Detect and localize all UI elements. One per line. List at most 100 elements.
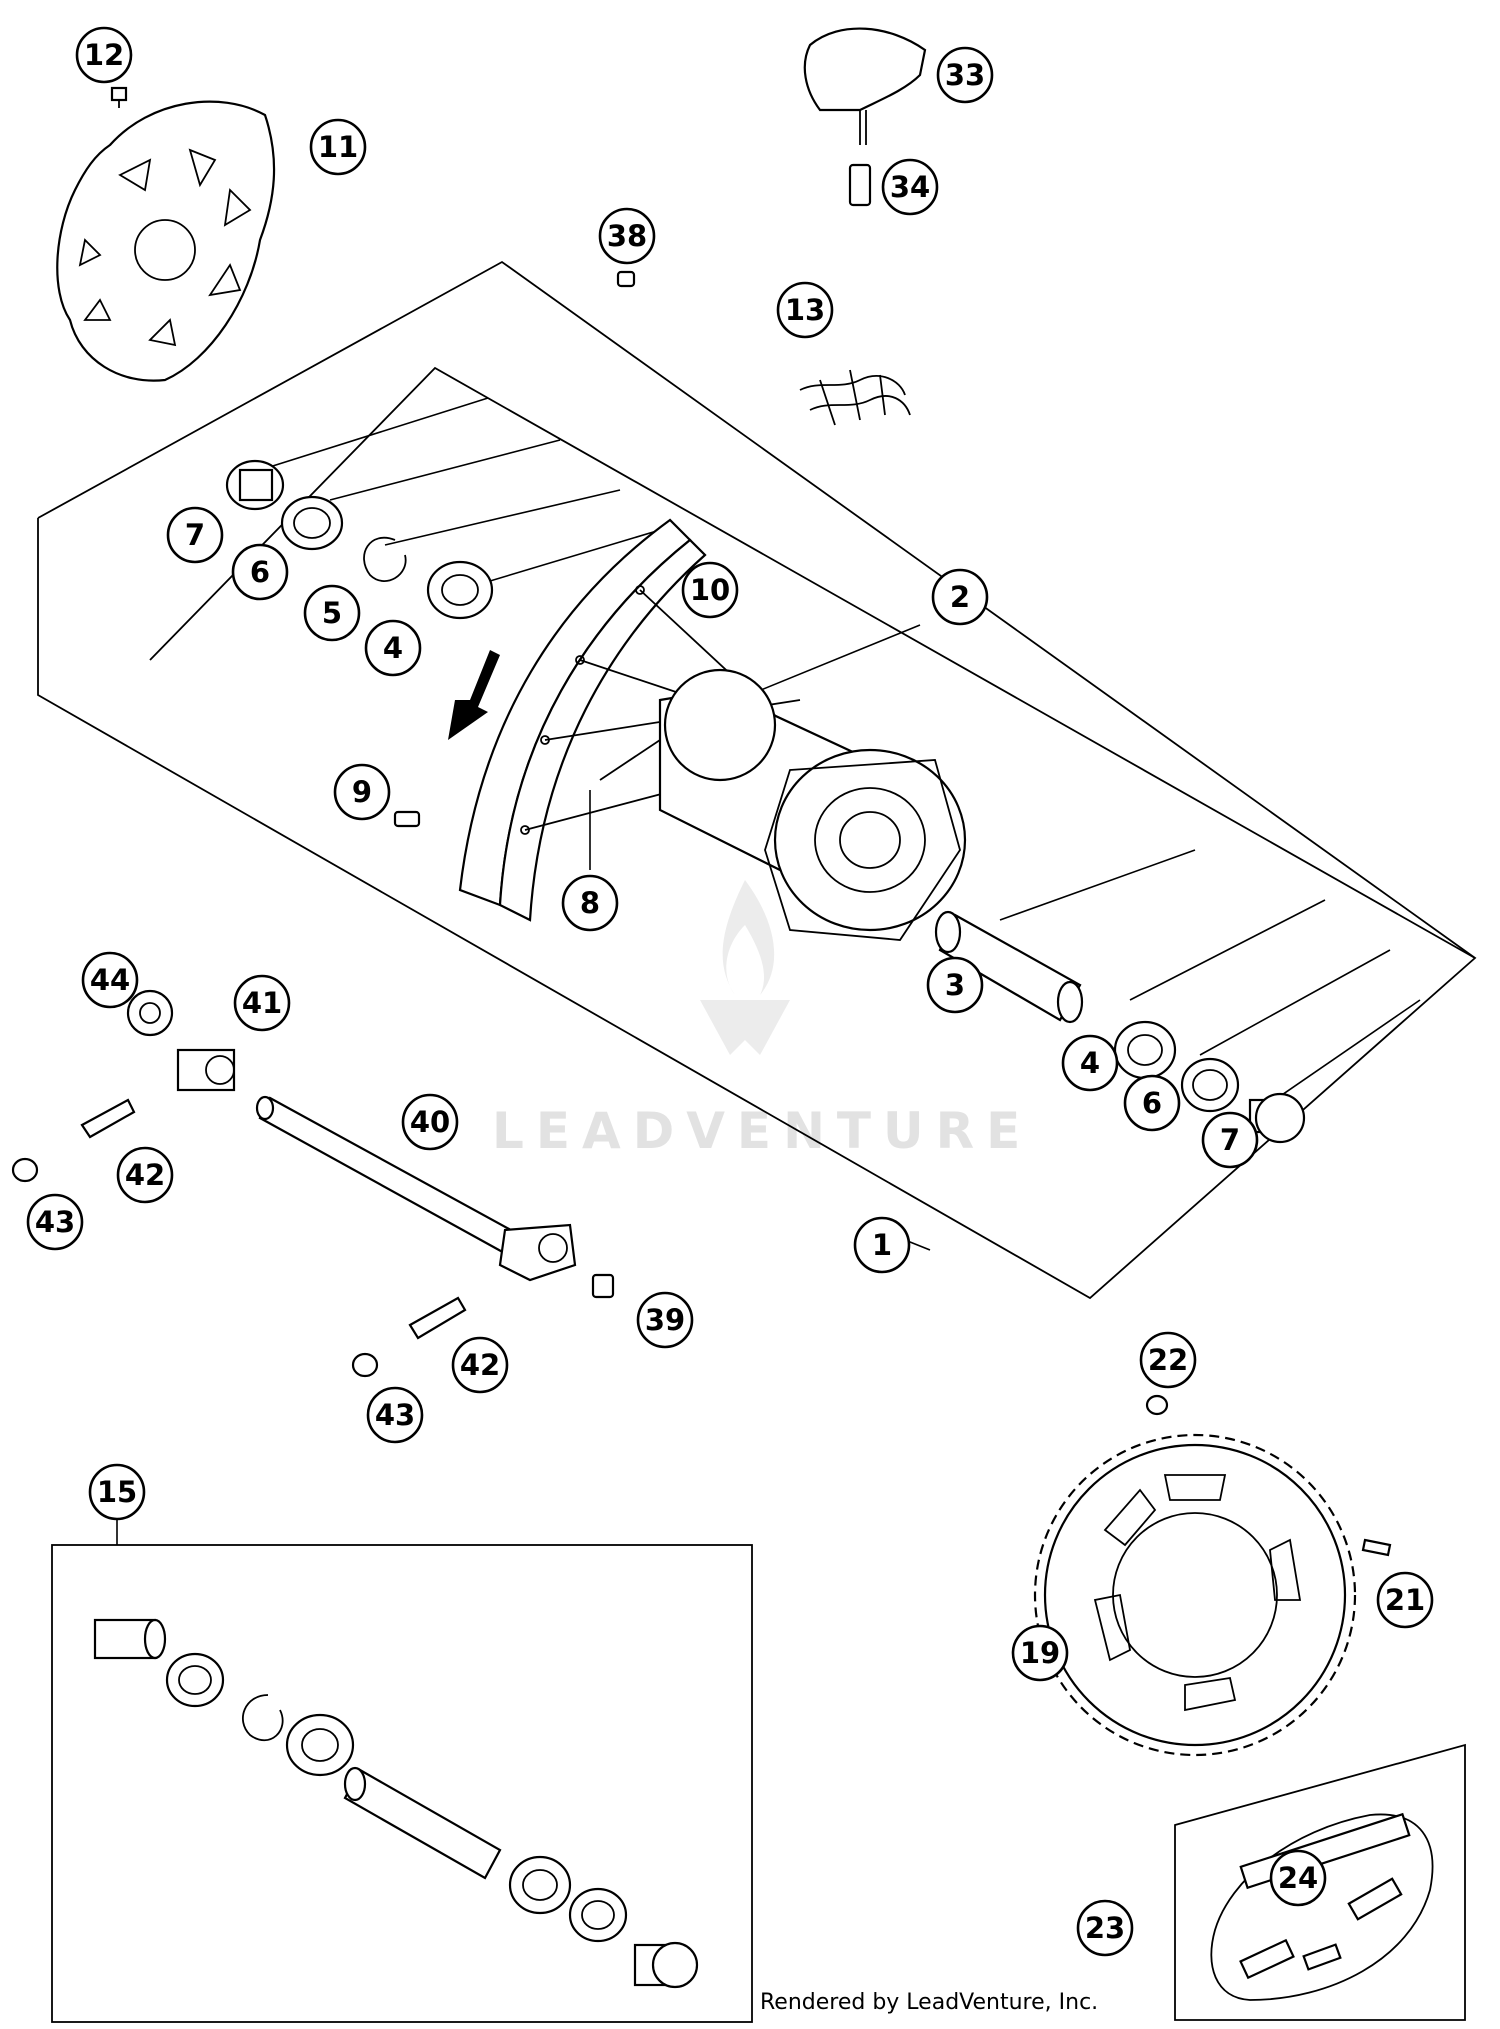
svg-text:5: 5	[322, 596, 342, 630]
callout-33: 33	[936, 46, 994, 104]
chain-kit-frame	[1174, 1743, 1466, 2021]
chain	[1210, 1812, 1434, 2001]
axle-spacer-44	[126, 989, 174, 1037]
svg-text:4: 4	[1080, 1046, 1100, 1080]
svg-text:22: 22	[1148, 1343, 1188, 1377]
master-link	[1302, 1943, 1342, 1971]
callout-7-left: 7	[166, 506, 224, 564]
kit-circlip	[241, 1694, 284, 1742]
callout-1: 1	[853, 1216, 911, 1274]
callout-5: 5	[303, 584, 361, 642]
svg-text:1: 1	[872, 1228, 892, 1262]
hub-spacer	[934, 910, 1084, 1024]
svg-text:44: 44	[90, 963, 130, 997]
callout-41: 41	[233, 974, 291, 1032]
callout-24: 24	[1269, 1849, 1327, 1907]
kit-bearing-a	[285, 1713, 355, 1777]
leader-lines	[116, 397, 1421, 1545]
nut-right	[351, 1352, 379, 1378]
svg-text:43: 43	[375, 1398, 415, 1432]
svg-text:23: 23	[1085, 1911, 1125, 1945]
brake-disc	[56, 100, 276, 382]
callout-40: 40	[401, 1093, 459, 1151]
adjuster-bolt-left	[80, 1098, 136, 1139]
watermark: LEADVENTURE	[492, 880, 1032, 1160]
callout-7-right: 7	[1201, 1111, 1259, 1169]
svg-text:19: 19	[1020, 1636, 1060, 1670]
tool-nut	[848, 163, 872, 207]
axle-nut	[591, 1273, 615, 1299]
svg-text:21: 21	[1385, 1583, 1425, 1617]
callout-11: 11	[309, 118, 367, 176]
valve	[393, 810, 421, 828]
sprocket-bolt	[1361, 1538, 1392, 1557]
axle-tool	[803, 27, 927, 145]
callout-4-left: 4	[364, 619, 422, 677]
svg-text:7: 7	[185, 518, 205, 552]
callout-44: 44	[81, 951, 139, 1009]
svg-text:15: 15	[97, 1475, 137, 1509]
svg-text:34: 34	[890, 170, 930, 204]
callout-39: 39	[636, 1291, 694, 1349]
rotation-arrow-icon	[448, 650, 500, 740]
callout-10: 10	[681, 561, 739, 619]
callout-12: 12	[75, 26, 133, 84]
chain-adjuster-left	[176, 1048, 236, 1092]
callout-22: 22	[1139, 1331, 1197, 1389]
axle	[255, 1095, 577, 1282]
svg-text:33: 33	[945, 58, 985, 92]
svg-text:13: 13	[785, 293, 825, 327]
nut-left	[11, 1157, 39, 1183]
svg-text:41: 41	[242, 986, 282, 1020]
callout-43-right: 43	[366, 1386, 424, 1444]
rim	[458, 518, 707, 922]
svg-text:24: 24	[1278, 1861, 1318, 1895]
seal-right	[1180, 1057, 1240, 1113]
credit-text: Rendered by LeadVenture, Inc.	[760, 1990, 1099, 2015]
svg-text:11: 11	[318, 130, 358, 164]
callout-34: 34	[881, 158, 939, 216]
circlip	[363, 536, 407, 582]
callout-23: 23	[1076, 1899, 1134, 1957]
callout-6-right: 6	[1123, 1074, 1181, 1132]
disc-bolt	[110, 86, 128, 108]
svg-text:12: 12	[84, 38, 124, 72]
rim-tape	[799, 369, 911, 426]
svg-text:9: 9	[352, 775, 372, 809]
kit-spacer-b	[633, 1941, 699, 1989]
callout-4-right: 4	[1061, 1034, 1119, 1092]
callout-19: 19	[1011, 1624, 1069, 1682]
svg-text:39: 39	[645, 1303, 685, 1337]
kit-spacer	[93, 1618, 167, 1660]
sprocket	[1033, 1433, 1357, 1757]
svg-text:6: 6	[1142, 1086, 1162, 1120]
seal-left	[280, 495, 344, 551]
bearing-kit-frame	[51, 1544, 753, 2023]
callout-42-right: 42	[451, 1336, 509, 1394]
svg-text:10: 10	[690, 573, 730, 607]
watermark-text: LEADVENTURE	[492, 1102, 1032, 1160]
valve-cap	[616, 270, 636, 288]
svg-text:42: 42	[125, 1158, 165, 1192]
svg-text:40: 40	[410, 1105, 450, 1139]
callout-43-left: 43	[26, 1193, 84, 1251]
svg-text:7: 7	[1220, 1123, 1240, 1157]
svg-text:38: 38	[607, 219, 647, 253]
svg-text:4: 4	[383, 631, 403, 665]
callout-9: 9	[333, 763, 391, 821]
adjuster-bolt-right	[408, 1296, 467, 1340]
kit-seal-b	[568, 1887, 628, 1943]
callout-8: 8	[561, 874, 619, 932]
kit-seal	[165, 1652, 225, 1708]
svg-text:42: 42	[460, 1348, 500, 1382]
callout-6-left: 6	[231, 543, 289, 601]
bearing-right	[1113, 1020, 1177, 1080]
callout-3: 3	[926, 956, 984, 1014]
callout-42-left: 42	[116, 1146, 174, 1204]
kit-bearing-b	[508, 1855, 572, 1915]
svg-text:43: 43	[35, 1205, 75, 1239]
bearing-left	[426, 560, 494, 620]
svg-text:8: 8	[580, 886, 600, 920]
svg-text:2: 2	[950, 580, 970, 614]
